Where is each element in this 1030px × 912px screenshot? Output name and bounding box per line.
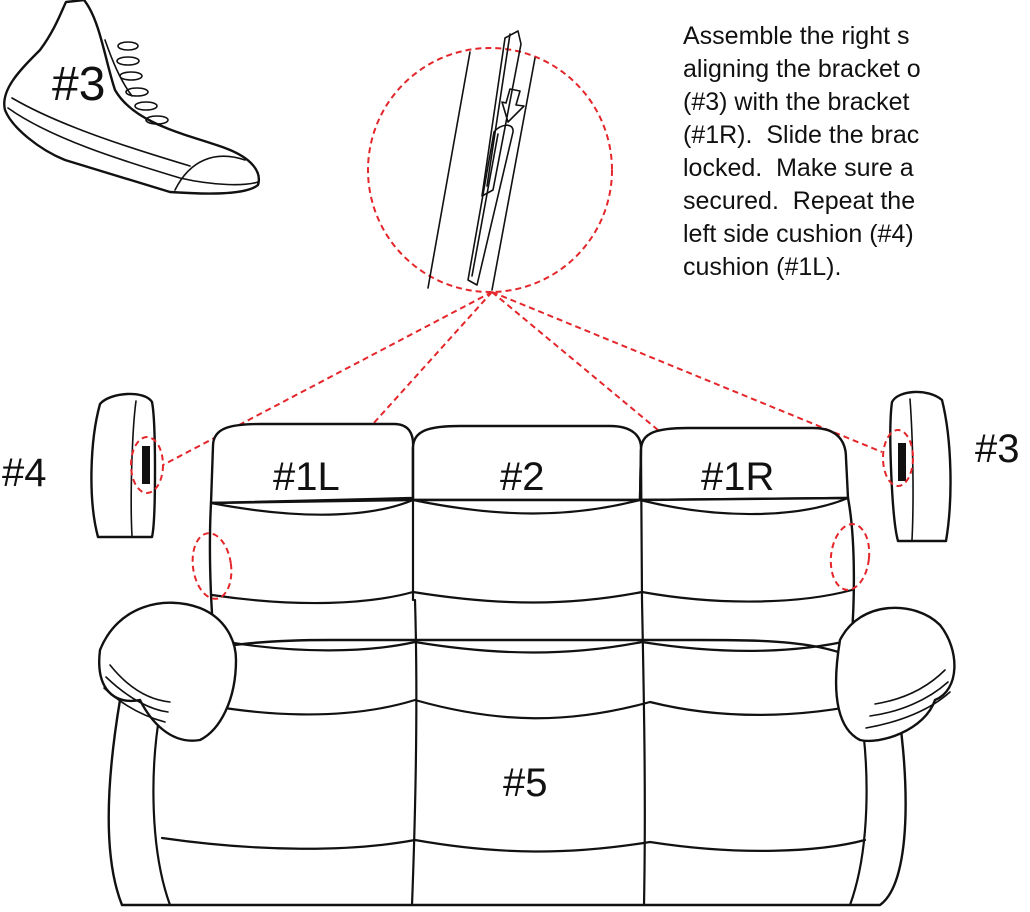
right-back-cushion-label: #1R	[701, 455, 774, 499]
right-arm-cushion: #3	[882, 390, 1020, 543]
left-back-cushion-label: #1L	[273, 455, 340, 499]
sneaker-icon: #3	[3, 0, 261, 195]
sofa: #1L #2 #1R #5	[98, 422, 956, 907]
back-cushion-right	[638, 426, 850, 502]
center-back-cushion-label: #2	[500, 455, 545, 499]
left-arm-label: #4	[2, 451, 47, 495]
down-arrow-icon	[501, 88, 525, 123]
right-arm-label: #3	[975, 427, 1020, 471]
left-arm-cushion: #4	[2, 392, 164, 539]
sneaker-label: #3	[52, 58, 105, 111]
assembly-instructions: Assemble the right s aligning the bracke…	[683, 22, 921, 281]
seat-label: #5	[503, 761, 548, 805]
